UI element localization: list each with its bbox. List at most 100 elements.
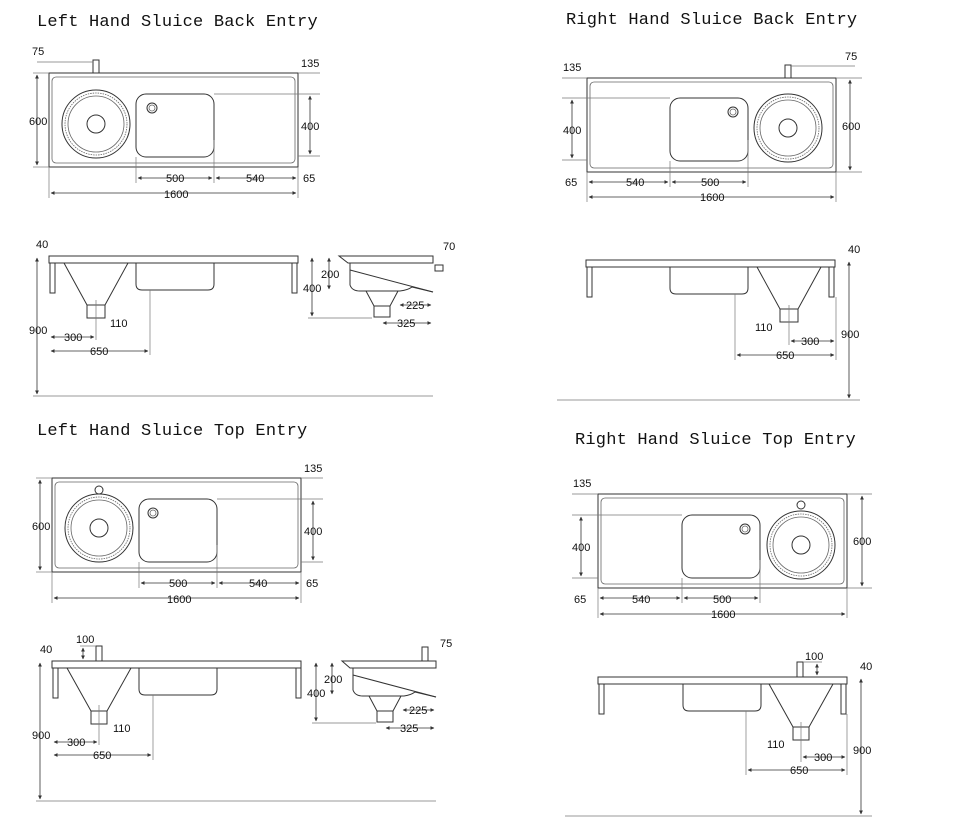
lh-back-front-elevation: 40 900 110 300 650 [29,239,433,397]
sluice-outlet [376,710,394,723]
dim-sluice-height: 200 [324,674,342,686]
sink-bowl [681,514,761,579]
leg [598,683,605,715]
dim-tap-height: 100 [805,651,823,663]
dim-back-margin: 135 [301,58,319,70]
dim-bowl-width: 500 [169,578,187,590]
dim-drainer-width: 540 [632,594,650,606]
worktop-upstand [54,481,299,569]
dim-top-thickness: 40 [40,644,52,656]
worktop-edge [51,660,302,669]
sluice-bowl [766,510,836,580]
sink-bowl-profile [669,267,749,295]
dim-waste-front: 225 [409,705,427,717]
dim-outlet-dia: 110 [755,322,773,334]
dim-bowl-depth: 400 [304,526,322,538]
title-rh-back-entry: Right Hand Sluice Back Entry [566,11,858,30]
leg [828,266,835,298]
dim-drainer-width: 540 [249,578,267,590]
dim-depth: 600 [853,536,871,548]
sink-bowl-profile [135,263,215,291]
dim-front-margin: 65 [565,177,577,189]
dim-front-margin: 65 [306,578,318,590]
dim-back-margin: 135 [573,478,591,490]
worktop-upstand [589,81,834,169]
tap-icon [784,64,792,79]
worktop-outline [51,477,302,573]
sluice-outlet-icon [791,535,811,555]
dim-tap-offset: 75 [32,46,44,58]
worktop-outline [48,72,299,168]
dim-length: 1600 [167,594,191,606]
sluice-outlet [373,305,391,318]
dim-outlet-dia: 110 [110,318,128,330]
leg [586,266,593,298]
tap-hole-icon [94,485,104,495]
waste-icon [146,102,158,114]
sluice-outlet-icon [86,114,106,134]
dim-depth: 600 [842,121,860,133]
dim-height: 900 [29,325,47,337]
dim-back-margin: 135 [563,62,581,74]
dim-length: 1600 [700,192,724,204]
dim-waste-back: 325 [397,318,415,330]
rh-back-front-elevation: 40 900 110 300 650 [557,244,860,401]
sink-bowl-profile [138,668,218,696]
lh-top-side-elevation: 400 200 75 225 325 [307,638,452,735]
worktop-side [337,255,434,264]
dim-depth: 600 [32,521,50,533]
tap-icon [421,646,429,662]
dim-outlet-offset: 300 [801,336,819,348]
dim-bowl-waste-offset: 650 [90,346,108,358]
worktop-outline [586,77,837,173]
dim-length: 1600 [164,189,188,201]
dim-height: 900 [32,730,50,742]
worktop-edge [597,676,848,685]
dim-drainer-width: 540 [626,177,644,189]
rh-top-front-elevation: 100 40 900 110 300 650 [565,651,872,817]
dim-bowl-width: 500 [701,177,719,189]
lh-back-side-elevation: 400 200 70 225 325 [303,241,455,330]
dim-outlet-offset: 300 [64,332,82,344]
title-rh-top-entry: Right Hand Sluice Top Entry [575,431,856,450]
waste-icon [727,106,739,118]
leg [295,667,302,699]
dim-front-margin: 65 [303,173,315,185]
dim-outlet-dia: 110 [113,723,131,735]
dim-sluice-height: 200 [321,269,339,281]
dim-drainer-width: 540 [246,173,264,185]
dim-top-thickness: 40 [848,244,860,256]
tap-icon [434,264,444,272]
dim-outlet-offset: 300 [814,752,832,764]
dim-bowl-depth: 400 [563,125,581,137]
sluice-hopper [768,683,834,728]
sluice-bowl [61,89,131,159]
dim-height: 900 [853,745,871,757]
dim-bowl-waste-offset: 650 [93,750,111,762]
dim-top-thickness: 40 [36,239,48,251]
leg [291,262,298,294]
tap-icon [95,645,103,662]
dim-back-margin: 135 [304,463,322,475]
dim-bowl-height: 400 [307,688,325,700]
dim-tap-height: 100 [76,634,94,646]
sink-bowl-profile [682,684,762,712]
dim-height: 900 [841,329,859,341]
lh-top-plan-view: 135 600 400 65 500 540 1600 [32,463,323,606]
worktop-edge [585,259,836,268]
dim-bowl-waste-offset: 650 [790,765,808,777]
worktop-upstand [600,497,845,585]
worktop-edge [48,255,299,264]
dim-tap-offset: 75 [845,51,857,63]
dim-bowl-width: 500 [166,173,184,185]
sluice-outlet-icon [778,118,798,138]
sluice-bowl [753,93,823,163]
rh-top-plan-view: 135 400 65 600 540 500 1600 [572,478,872,621]
waste-icon [147,507,159,519]
dim-bowl-depth: 400 [572,542,590,554]
sink-bowl [135,93,215,158]
dim-top-thickness: 40 [860,661,872,673]
dim-depth: 600 [29,116,47,128]
dim-outlet-dia: 110 [767,739,785,751]
